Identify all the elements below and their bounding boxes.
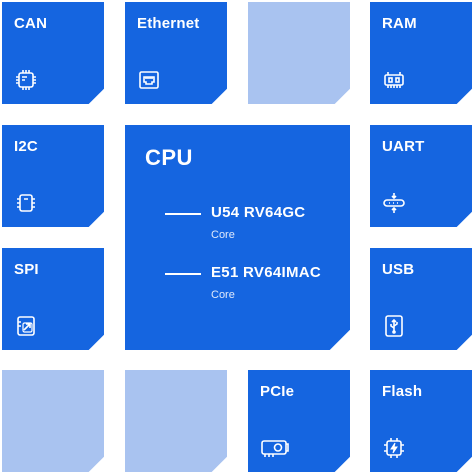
cpu-block: CPU U54 RV64GC Core E51 RV64IMAC Core [125,125,350,350]
spi-tile: SPI [2,248,104,350]
core-1-connector [165,213,201,215]
empty-tile [248,2,350,104]
flash-label: Flash [382,383,423,400]
can-label: CAN [14,15,48,32]
core-1-type: Core [211,229,235,241]
uart-tile: UART [370,125,472,227]
core-2-connector [165,273,201,275]
usb-tile: USB [370,248,472,350]
serial-cable-icon [382,191,406,215]
ethernet-label: Ethernet [137,15,200,32]
usb-label: USB [382,261,415,278]
pcie-tile: PCIe [248,370,350,472]
cpu-title: CPU [145,145,193,170]
flash-chip-icon [382,436,406,460]
spi-card-icon [14,314,38,338]
flash-tile: Flash [370,370,472,472]
pcie-label: PCIe [260,383,295,400]
ram-label: RAM [382,15,417,32]
usb-icon [382,314,406,338]
i2c-chip-icon [14,191,38,215]
core-2-type: Core [211,289,235,301]
empty-tile [125,370,227,472]
pcie-card-icon [260,436,290,460]
i2c-label: I2C [14,138,38,155]
ethernet-tile: Ethernet [125,2,227,104]
uart-label: UART [382,138,425,155]
chip-icon [14,68,38,92]
can-tile: CAN [2,2,104,104]
spi-label: SPI [14,261,39,278]
core-2-name: E51 RV64IMAC [211,264,322,281]
i2c-tile: I2C [2,125,104,227]
core-1-name: U54 RV64GC [211,204,306,221]
memory-icon [382,68,406,92]
ethernet-port-icon [137,68,161,92]
ram-tile: RAM [370,2,472,104]
empty-tile [2,370,104,472]
